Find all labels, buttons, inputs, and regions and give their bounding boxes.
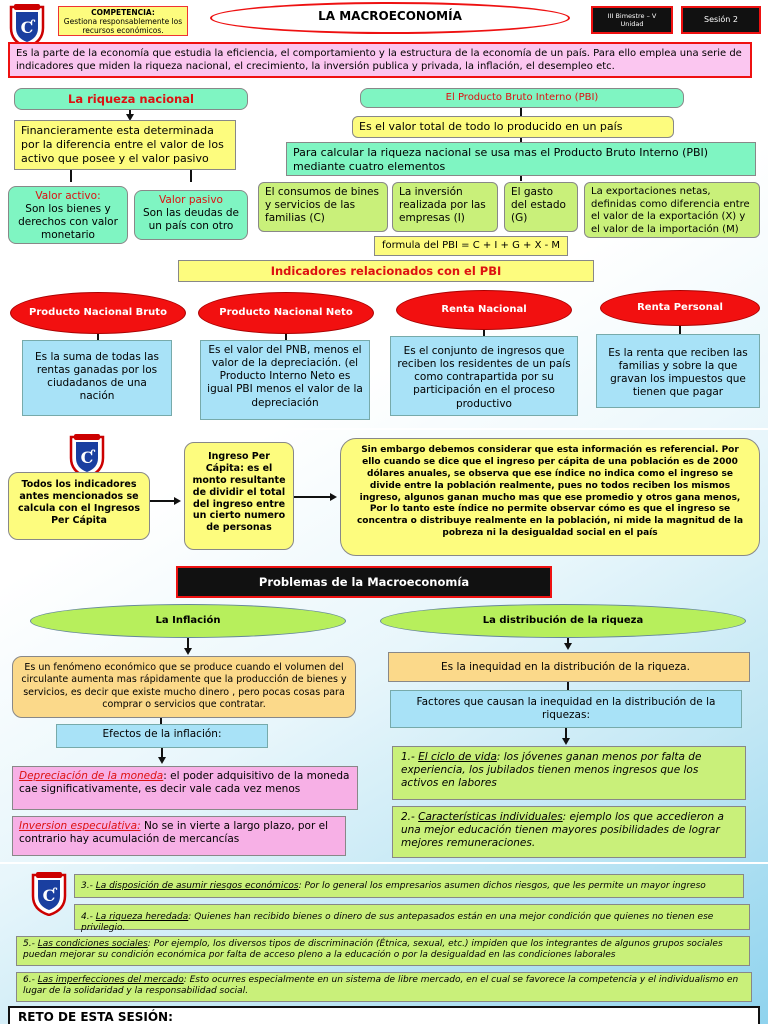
inversion-box: Inversion especulativa: No se in vierte … <box>12 816 346 856</box>
factor-3-title: La disposición de asumir riesgos económi… <box>95 881 299 891</box>
factor-3-number: 3.- <box>81 881 96 891</box>
pbi-formula: formula del PBI = C + I + G + X - M <box>374 236 568 256</box>
factor-1: 1.- El ciclo de vida: los jóvenes ganan … <box>392 746 746 800</box>
per-capita-definition: Ingreso Per Cápita: es el monto resultan… <box>184 442 294 550</box>
factor-5-text: : Por ejemplo, los diversos tipos de dis… <box>23 939 723 961</box>
pbi-element-gasto: El gasto del estado (G) <box>504 182 578 232</box>
per-capita-intro: Todos los indicadores antes mencionados … <box>8 472 150 540</box>
factor-1-number: 1.- <box>401 751 419 763</box>
factor-6-title: Las imperfecciones del mercado <box>37 975 184 985</box>
svg-text:Ƈ: Ƈ <box>81 448 96 467</box>
factor-3-text: : Por lo general los empresarios asumen … <box>298 881 706 891</box>
bimestre-badge: III Bimestre – V Unidad <box>591 6 673 34</box>
factor-2: 2.- Características individuales: ejempl… <box>392 806 746 858</box>
reto-section-title: RETO DE ESTA SESIÓN: <box>8 1006 760 1024</box>
depreciacion-text: : el poder adquisitivo de la moneda cae … <box>19 770 350 796</box>
factor-4-title: La riqueza heredada <box>95 912 189 922</box>
valor-activo-title: Valor activo: <box>35 190 101 202</box>
factor-1-text: : los jóvenes ganan menos por falta de e… <box>401 751 702 790</box>
factor-4: 4.- La riqueza heredada: Quienes han rec… <box>74 904 750 934</box>
section-divider <box>0 862 768 864</box>
riqueza-definition: Financieramente esta determinada por la … <box>14 120 236 170</box>
indicator-pnb: Producto Nacional Bruto <box>10 292 186 334</box>
valor-activo-text: Son los bienes y derechos con valor mone… <box>18 203 118 242</box>
indicator-renta-nacional: Renta Nacional <box>396 290 572 330</box>
renta-personal-description: Es la renta que reciben las familias y s… <box>596 334 760 408</box>
pbi-definition: Es el valor total de todo lo producido e… <box>352 116 674 138</box>
school-logo-icon: Ƈ <box>30 872 68 917</box>
indicator-renta-personal: Renta Personal <box>600 290 760 326</box>
pbi-element-consumo: El consumos de bines y servicios de las … <box>258 182 388 232</box>
factor-3: 3.- La disposición de asumir riesgos eco… <box>74 874 744 898</box>
factor-4-number: 4.- <box>81 912 96 922</box>
competencia-title: COMPETENCIA: <box>91 8 155 17</box>
distribucion-definition: Es la inequidad en la distribución de la… <box>388 652 750 682</box>
valor-pasivo-box: Valor pasivo Son las deudas de un país c… <box>134 190 248 240</box>
intro-text: Es la parte de la economía que estudia l… <box>8 42 752 78</box>
depreciacion-title: Depreciación de la moneda <box>19 770 164 782</box>
factor-2-title: Características individuales <box>418 811 563 823</box>
factor-5-title: Las condiciones sociales <box>37 939 148 949</box>
svg-text:Ƈ: Ƈ <box>43 886 58 905</box>
problemas-title: Problemas de la Macroeconomía <box>176 566 552 598</box>
competencia-box: COMPETENCIA: Gestiona responsablemente l… <box>58 6 188 36</box>
inversion-title: Inversion especulativa: <box>19 820 141 832</box>
pbi-calculation: Para calcular la riqueza nacional se usa… <box>286 142 756 176</box>
factor-6-text: : Esto ocurres especialmente en un siste… <box>23 975 739 997</box>
renta-nacional-description: Es el conjunto de ingresos que reciben l… <box>390 336 578 416</box>
factor-2-text: : ejemplo los que accedieron a una mejor… <box>401 811 724 850</box>
valor-pasivo-text: Son las deudas de un país con otro <box>142 207 240 233</box>
valor-pasivo-title: Valor pasivo <box>159 194 223 206</box>
inflacion-oval: La Inflación <box>30 604 346 638</box>
distribucion-oval: La distribución de la riqueza <box>380 604 746 638</box>
competencia-text: Gestiona responsablemente los recursos e… <box>63 17 183 35</box>
factores-title: Factores que causan la inequidad en la d… <box>390 690 742 728</box>
factor-2-number: 2.- <box>401 811 419 823</box>
page-title: LA MACROECONOMÍA <box>210 2 570 34</box>
pnn-description: Es el valor del PNB, menos el valor de l… <box>200 340 370 420</box>
efectos-title: Efectos de la inflación: <box>56 724 268 748</box>
per-capita-note: Sin embargo debemos considerar que esta … <box>340 438 760 556</box>
valor-activo-box: Valor activo: Son los bienes y derechos … <box>8 186 128 244</box>
factor-6: 6.- Las imperfecciones del mercado: Esto… <box>16 972 752 1002</box>
pbi-element-inversion: La inversión realizada por las empresas … <box>392 182 498 232</box>
section-divider <box>0 428 768 430</box>
factor-6-number: 6.- <box>23 975 38 985</box>
inflacion-definition: Es un fenómeno económico que se produce … <box>12 656 356 718</box>
inversion-text: No se in vierte a largo plazo, por el co… <box>19 820 328 846</box>
pnb-description: Es la suma de todas las rentas ganadas p… <box>22 340 172 416</box>
session-badge: Sesión 2 <box>681 6 761 34</box>
depreciacion-box: Depreciación de la moneda: el poder adqu… <box>12 766 358 810</box>
indicator-pnn: Producto Nacional Neto <box>198 292 374 334</box>
factor-5: 5.- Las condiciones sociales: Por ejempl… <box>16 936 750 966</box>
pbi-title: El Producto Bruto Interno (PBI) <box>360 88 684 108</box>
factor-4-text: : Quienes han recibido bienes o dinero d… <box>81 912 714 934</box>
factor-5-number: 5.- <box>23 939 38 949</box>
factor-1-title: El ciclo de vida <box>418 751 497 763</box>
riqueza-title: La riqueza nacional <box>14 88 248 110</box>
pbi-element-exportaciones: La exportaciones netas, definidas como d… <box>584 182 760 238</box>
svg-text:Ƈ: Ƈ <box>21 18 36 37</box>
indicadores-title: Indicadores relacionados con el PBI <box>178 260 594 282</box>
